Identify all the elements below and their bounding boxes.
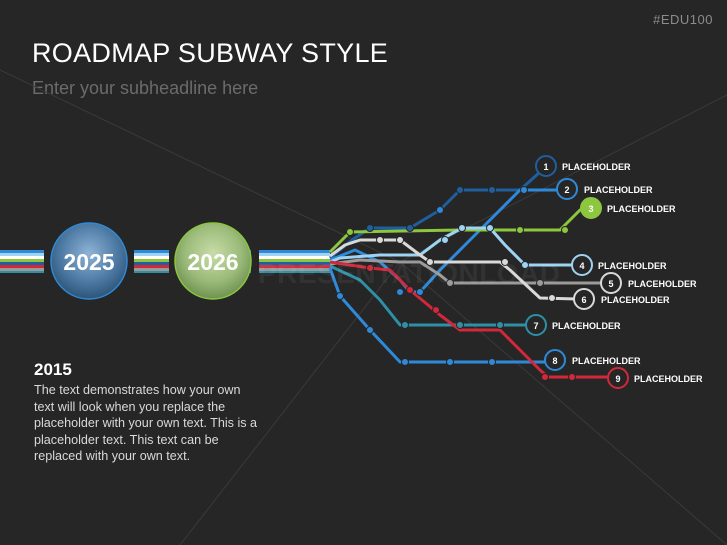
stop-3-number: 3 (588, 204, 593, 214)
stop-4-number: 4 (579, 261, 584, 271)
stop-9: 9 PLACEHOLDER (607, 367, 703, 389)
timeline-band (0, 244, 330, 280)
page-subtitle: Enter your subheadline here (32, 78, 259, 98)
text-block-body: The text demonstrates how your own text … (34, 383, 258, 463)
stop-6-number: 6 (581, 295, 586, 305)
stop-8: 8 PLACEHOLDER (544, 349, 641, 371)
year-2025-label: 2025 (63, 249, 114, 275)
page-title: ROADMAP SUBWAY STYLE (32, 38, 389, 68)
stop-4-label: PLACEHOLDER (598, 261, 667, 271)
stop-7-label: PLACEHOLDER (552, 321, 621, 331)
stop-2: 2 PLACEHOLDER (556, 178, 653, 200)
stop-6-label: PLACEHOLDER (601, 295, 670, 305)
stop-3: 3 PLACEHOLDER (580, 197, 676, 219)
stop-4: 4 PLACEHOLDER (571, 254, 667, 276)
stop-5: 5 PLACEHOLDER (600, 272, 697, 294)
stop-6: 6 PLACEHOLDER (573, 288, 670, 310)
stop-9-label: PLACEHOLDER (634, 374, 703, 384)
stop-8-label: PLACEHOLDER (572, 356, 641, 366)
stop-2-label: PLACEHOLDER (584, 185, 653, 195)
line-6 (329, 238, 578, 301)
stop-1-label: PLACEHOLDER (562, 162, 631, 172)
stop-8-number: 8 (552, 356, 557, 366)
stop-1: 1 PLACEHOLDER (535, 155, 631, 177)
stations (336, 186, 576, 381)
year-2026-label: 2026 (187, 249, 238, 275)
background-rays (0, 69, 727, 545)
stop-2-number: 2 (564, 185, 569, 195)
page-tag: #EDU100 (653, 12, 713, 27)
line-9 (329, 260, 610, 379)
stop-7: 7 PLACEHOLDER (525, 314, 621, 336)
stop-5-label: PLACEHOLDER (628, 279, 697, 289)
text-block: 2015 The text demonstrates how your own … (34, 360, 264, 465)
stop-7-number: 7 (533, 321, 538, 331)
stop-9-number: 9 (615, 374, 620, 384)
line-7 (329, 264, 530, 327)
stop-1-number: 1 (543, 162, 548, 172)
year-2025-marker: 2025 (50, 222, 128, 300)
watermark: PRESENTATIONLOAD (258, 258, 561, 289)
stop-5-number: 5 (608, 279, 613, 289)
year-2026-marker: 2026 (174, 222, 252, 300)
line-4 (329, 226, 580, 267)
stop-3-label: PLACEHOLDER (607, 204, 676, 214)
text-block-year: 2015 (34, 360, 72, 379)
